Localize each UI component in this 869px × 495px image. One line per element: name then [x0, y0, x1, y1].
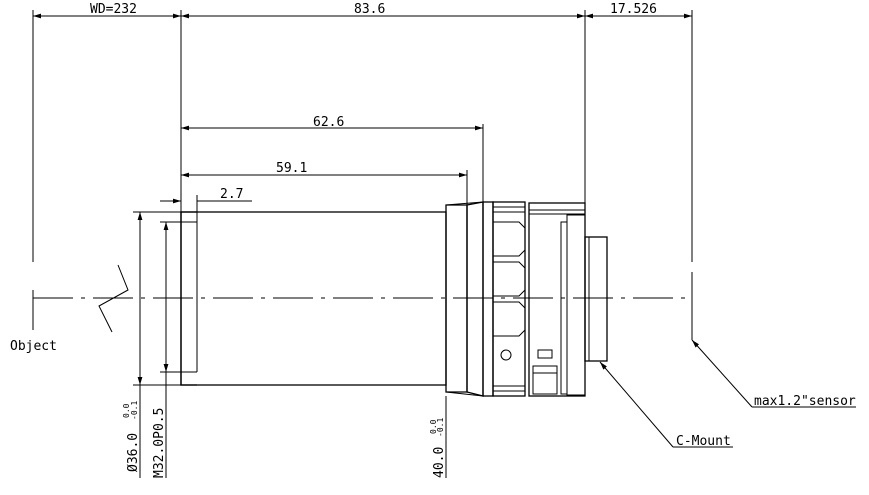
- taper-bottom: [445, 391, 484, 397]
- lens-body: [180, 201, 608, 397]
- left-dimensions: [133, 211, 447, 478]
- dia40-tol-upper: 0.0: [429, 419, 438, 434]
- dia36-tol-lower: -0.1: [130, 401, 139, 420]
- barrel-taper: [466, 201, 484, 397]
- dia36-label: Ø36.0: [126, 433, 141, 472]
- dim-2-7-label: 2.7: [220, 187, 243, 202]
- wd-label: WD=232: [90, 2, 137, 17]
- extension-lines: [32, 10, 693, 340]
- break-symbol: [98, 264, 129, 333]
- c-mount-label: C-Mount: [676, 434, 731, 449]
- dia40-label: 40.0: [432, 447, 447, 478]
- aperture-rear: [566, 214, 586, 396]
- c-mount: [584, 236, 608, 362]
- knurl-1: [492, 221, 526, 257]
- focus-ring-left: [482, 201, 494, 397]
- c-mount-leader: [599, 361, 674, 448]
- thread-label: M32.0P0.5: [152, 408, 167, 478]
- sensor-leader: [691, 339, 753, 408]
- back-focus-label: 17.526: [610, 2, 657, 17]
- aperture-lock: [532, 365, 558, 395]
- dia40-tol-lower: -0.1: [436, 418, 445, 437]
- knurl-3: [492, 301, 526, 337]
- dim-59-label: 59.1: [276, 161, 307, 176]
- aperture-slot: [560, 221, 568, 395]
- sensor-label: max1.2"sensor: [754, 394, 856, 409]
- knurl-2: [492, 261, 526, 297]
- taper-top: [445, 201, 484, 206]
- dim-62-label: 62.6: [313, 115, 344, 130]
- total-length-label: 83.6: [354, 2, 385, 17]
- aperture-mark: [537, 349, 553, 359]
- dia36-tol-upper: 0.0: [122, 403, 131, 418]
- focus-screw: [500, 349, 512, 361]
- top-dimensions: [33, 13, 692, 204]
- focus-ring: [492, 201, 526, 397]
- object-label: Object: [10, 339, 57, 354]
